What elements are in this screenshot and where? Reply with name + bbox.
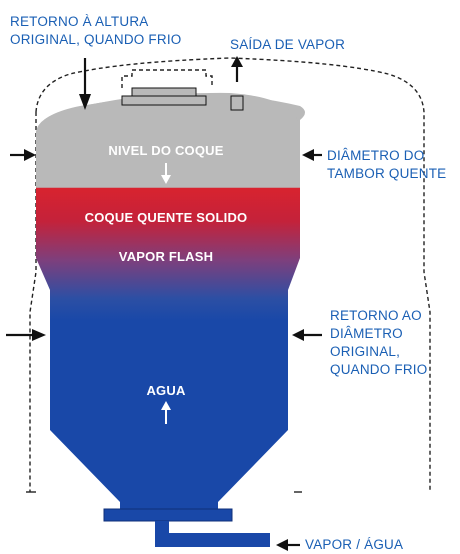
coke-level-down-arrow-icon xyxy=(161,175,171,184)
inner-arrows xyxy=(161,163,171,424)
zone-coke-level: NIVEL DO COQUE xyxy=(108,143,224,158)
label-hot-drum-diameter-line-2: TAMBOR QUENTE xyxy=(327,166,447,181)
left-arrow-icon xyxy=(302,149,314,161)
label-return-diameter-line-3: ORIGINAL, xyxy=(330,344,401,359)
label-return-diameter-line-1: RETORNO AO xyxy=(330,308,422,323)
water-up-arrow-icon xyxy=(161,401,171,410)
left-arrow-icon-3 xyxy=(276,539,288,551)
cold-drum-outline-left xyxy=(29,112,37,492)
label-vapor-water: VAPOR / ÁGUA xyxy=(305,537,404,552)
label-hot-drum-diameter-line-1: DIÂMETRO DO xyxy=(327,148,425,163)
vapor-vent-nozzle xyxy=(230,95,244,111)
top-nozzle-flange xyxy=(121,95,207,106)
top-nozzle xyxy=(131,87,197,97)
down-arrow-icon xyxy=(79,94,91,110)
label-return-height-line-1: RETORNO À ALTURA xyxy=(10,14,149,29)
bottom-flange-top xyxy=(120,500,218,509)
zone-water: AGUA xyxy=(146,383,186,398)
label-return-height-line-2: ORIGINAL, QUANDO FRIO xyxy=(10,32,182,47)
right-arrow-icon xyxy=(24,149,36,161)
outlet-pipe xyxy=(155,521,270,547)
label-return-diameter-line-4: QUANDO FRIO xyxy=(330,362,428,377)
label-return-diameter-line-2: DIÂMETRO xyxy=(330,326,403,341)
label-hot-drum-diameter: DIÂMETRO DO TAMBOR QUENTE xyxy=(327,147,446,183)
zone-hot-solid-coke: COQUE QUENTE SOLIDO xyxy=(84,210,248,225)
arrows xyxy=(6,56,322,551)
up-arrow-icon xyxy=(231,56,243,67)
right-arrow-icon-2 xyxy=(32,329,46,341)
cold-nozzle-outline xyxy=(121,69,213,88)
label-return-diameter: RETORNO AO DIÂMETRO ORIGINAL, QUANDO FRI… xyxy=(330,307,427,379)
label-vapor-outlet: SAÍDA DE VAPOR xyxy=(230,37,346,52)
label-return-height: RETORNO À ALTURA ORIGINAL, QUANDO FRIO xyxy=(10,13,181,49)
hot-drum-body xyxy=(36,93,305,502)
left-arrow-icon-2 xyxy=(292,329,304,341)
bottom-flange xyxy=(103,508,233,522)
zone-flash-vapor: VAPOR FLASH xyxy=(118,249,214,264)
